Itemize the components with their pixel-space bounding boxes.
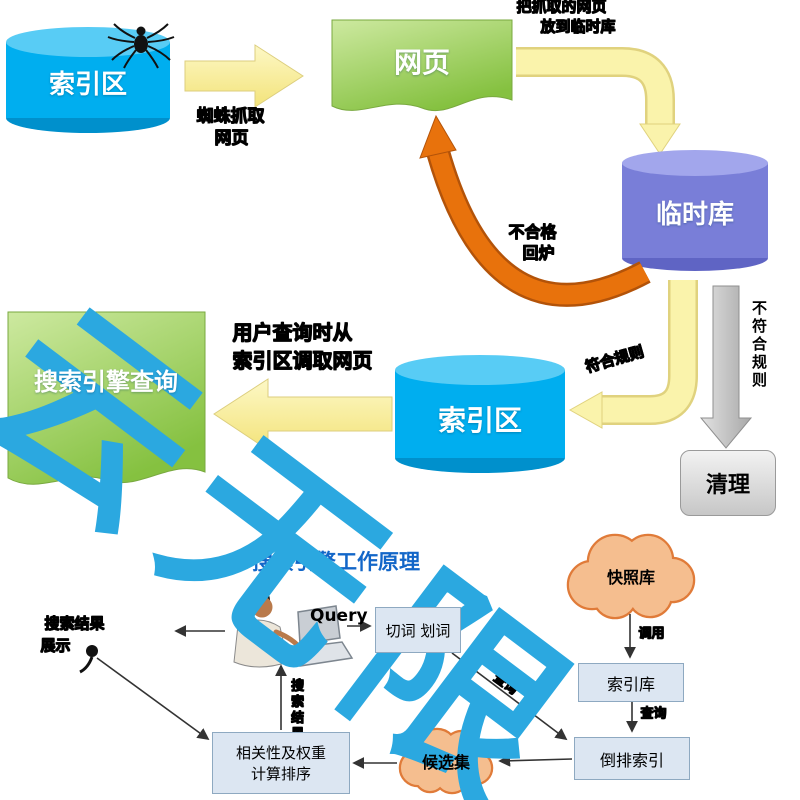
result-note-line2: 展示 [40,636,71,654]
index-database-cylinder [395,355,565,473]
webpage-label: 网页 [393,46,451,79]
reject-note-line2: 回炉 [522,243,555,262]
snapshot-cloud-label: 快照库 [606,568,656,587]
webpage-document-shape [331,19,513,112]
call-label: 调用 [638,626,665,641]
inverted-index-box: 倒排索引 [574,737,690,780]
bottom-title: 搜索引擎工作原理 [252,550,420,574]
cleanup-box: 清理 [680,450,776,516]
fail-rule-label: 不符合规则 [750,300,768,390]
query-fetch-arrow [213,378,393,451]
ranking-label-line2: 计算排序 [250,765,311,783]
reject-note-line1: 不合格 [508,222,557,241]
fetch-note-line2: 索引区调取网页 [232,348,372,372]
flow-connectors [96,614,638,769]
store-to-tempdb-arrow [516,47,681,155]
segment-words-box: 切词 划词 [375,607,461,653]
store-note-line2: 放到临时库 [540,17,616,35]
inverted-index-label: 倒排索引 [599,750,664,770]
recrawl-arrow [419,114,651,307]
cleanup-box-label: 清理 [705,473,750,498]
result-note-line1: 搜索结果 [44,614,105,632]
fail-rule-arrow [699,285,753,449]
query-doc-label: 搜索引擎查询 [34,368,178,396]
store-note-line1: 把抓取的网页 [516,0,607,15]
temp-database-cylinder [622,150,768,271]
crawl-note-line2: 网页 [214,128,248,148]
lookup-label: 查询 [640,706,667,721]
snapshot-cloud-shape [566,533,696,620]
crawl-arrow [184,44,304,108]
pass-rule-arrow [568,280,698,429]
query-label: Query [310,606,368,626]
result-up-label: 搜索结果 [287,678,303,742]
ranking-box: 相关性及权重 计算排序 [212,732,350,794]
query-document-shape [7,311,206,485]
segment-words-label: 切词 划词 [385,621,451,640]
index-store-box: 索引库 [578,663,684,702]
fetch-note-line1: 用户查询时从 [232,320,352,344]
user-at-computer-illustration [233,588,354,668]
ranking-label-line1: 相关性及权重 [235,744,326,762]
temp-db-label: 临时库 [655,200,735,230]
index-db-label: 索引区 [437,404,523,437]
spider-icon [107,23,175,69]
user-dot-illustration [79,645,98,674]
index-store-label: 索引库 [606,674,655,694]
source-db-label: 索引区 [48,70,128,100]
crawl-note-line1: 蜘蛛抓取 [196,106,264,126]
candidate-cloud-label: 候选集 [421,753,471,772]
candidate-cloud-shape [398,727,494,795]
